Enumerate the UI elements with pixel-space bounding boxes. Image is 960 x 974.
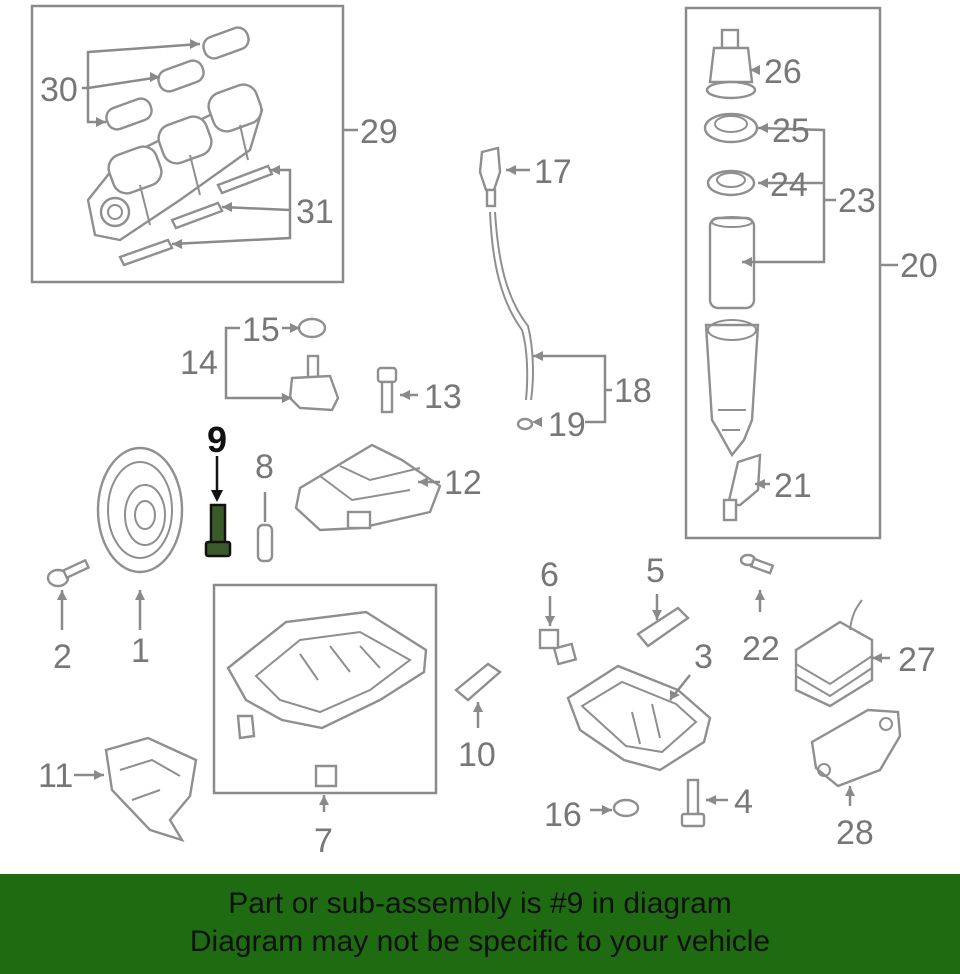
callout-18: 18 bbox=[614, 372, 652, 410]
breather-part-14 bbox=[288, 317, 340, 412]
dipstick bbox=[478, 146, 534, 431]
callout-12: 12 bbox=[444, 464, 482, 502]
callout-13: 13 bbox=[424, 378, 462, 416]
callout-26: 26 bbox=[764, 53, 802, 91]
baffle-10 bbox=[454, 662, 502, 702]
oil-pan-7 bbox=[226, 610, 428, 788]
manifold-gaskets-31 bbox=[118, 164, 274, 267]
callout-20: 20 bbox=[900, 247, 938, 285]
callout-19: 19 bbox=[548, 406, 586, 444]
oil-filter-group-box bbox=[684, 6, 882, 540]
callout-4: 4 bbox=[734, 783, 753, 821]
callout-24: 24 bbox=[770, 166, 808, 204]
filter-housing bbox=[704, 319, 760, 458]
banner-line-2: Diagram may not be specific to your vehi… bbox=[189, 925, 771, 958]
callout-14: 14 bbox=[180, 344, 218, 382]
pulley-1 bbox=[96, 446, 184, 574]
callout-28: 28 bbox=[836, 814, 874, 852]
callout-29: 29 bbox=[360, 113, 398, 151]
callout-7: 7 bbox=[314, 822, 333, 860]
callout-6: 6 bbox=[540, 556, 559, 594]
callout-3: 3 bbox=[694, 638, 713, 676]
oil-pan-group-box bbox=[212, 583, 438, 795]
callout-30: 30 bbox=[40, 71, 78, 109]
callout-25: 25 bbox=[772, 112, 810, 150]
oil-cooler-27 bbox=[794, 599, 874, 708]
seal-25 bbox=[703, 112, 759, 144]
callout-31: 31 bbox=[296, 193, 334, 231]
manifold-gaskets-30 bbox=[105, 26, 250, 131]
baffle-5 bbox=[636, 606, 690, 648]
parts-diagram: 1 2 3 4 5 6 7 8 9 10 11 12 13 14 15 16 1… bbox=[30, 4, 938, 860]
gasket-28 bbox=[810, 708, 902, 788]
callout-10: 10 bbox=[458, 736, 496, 774]
callout-27: 27 bbox=[898, 641, 936, 679]
bolt-13 bbox=[376, 366, 398, 414]
callout-17: 17 bbox=[534, 153, 572, 191]
callout-22: 22 bbox=[742, 630, 780, 668]
seal-24 bbox=[706, 169, 756, 197]
callout-5: 5 bbox=[646, 552, 665, 590]
sensor-6 bbox=[538, 628, 578, 666]
pin-8 bbox=[256, 523, 274, 563]
callout-21: 21 bbox=[774, 467, 812, 505]
cap-26 bbox=[705, 28, 757, 100]
callout-1: 1 bbox=[131, 632, 150, 670]
bolt-2 bbox=[46, 558, 91, 588]
cover-12 bbox=[294, 443, 442, 532]
callout-23: 23 bbox=[838, 182, 876, 220]
callout-16: 16 bbox=[544, 796, 582, 834]
bolt-4 bbox=[680, 778, 706, 828]
callout-2: 2 bbox=[53, 638, 72, 676]
sensor-21 bbox=[722, 453, 762, 522]
bolt-22 bbox=[739, 553, 775, 575]
drain-plug-16 bbox=[612, 798, 640, 818]
callout-15: 15 bbox=[242, 311, 280, 349]
intake-manifold-drawing bbox=[86, 83, 264, 242]
lower-oil-pan-3 bbox=[566, 664, 712, 772]
bracket-11 bbox=[104, 736, 198, 843]
callout-9-highlighted: 9 bbox=[207, 419, 227, 460]
arrowheads bbox=[57, 39, 882, 815]
callout-8: 8 bbox=[255, 448, 274, 486]
manifold-group-box bbox=[30, 4, 345, 284]
callout-11: 11 bbox=[38, 757, 73, 795]
bolt-9-highlighted bbox=[204, 503, 232, 558]
banner-line-1: Part or sub-assembly is #9 in diagram bbox=[228, 887, 732, 920]
info-banner: Part or sub-assembly is #9 in diagram Di… bbox=[0, 874, 960, 974]
